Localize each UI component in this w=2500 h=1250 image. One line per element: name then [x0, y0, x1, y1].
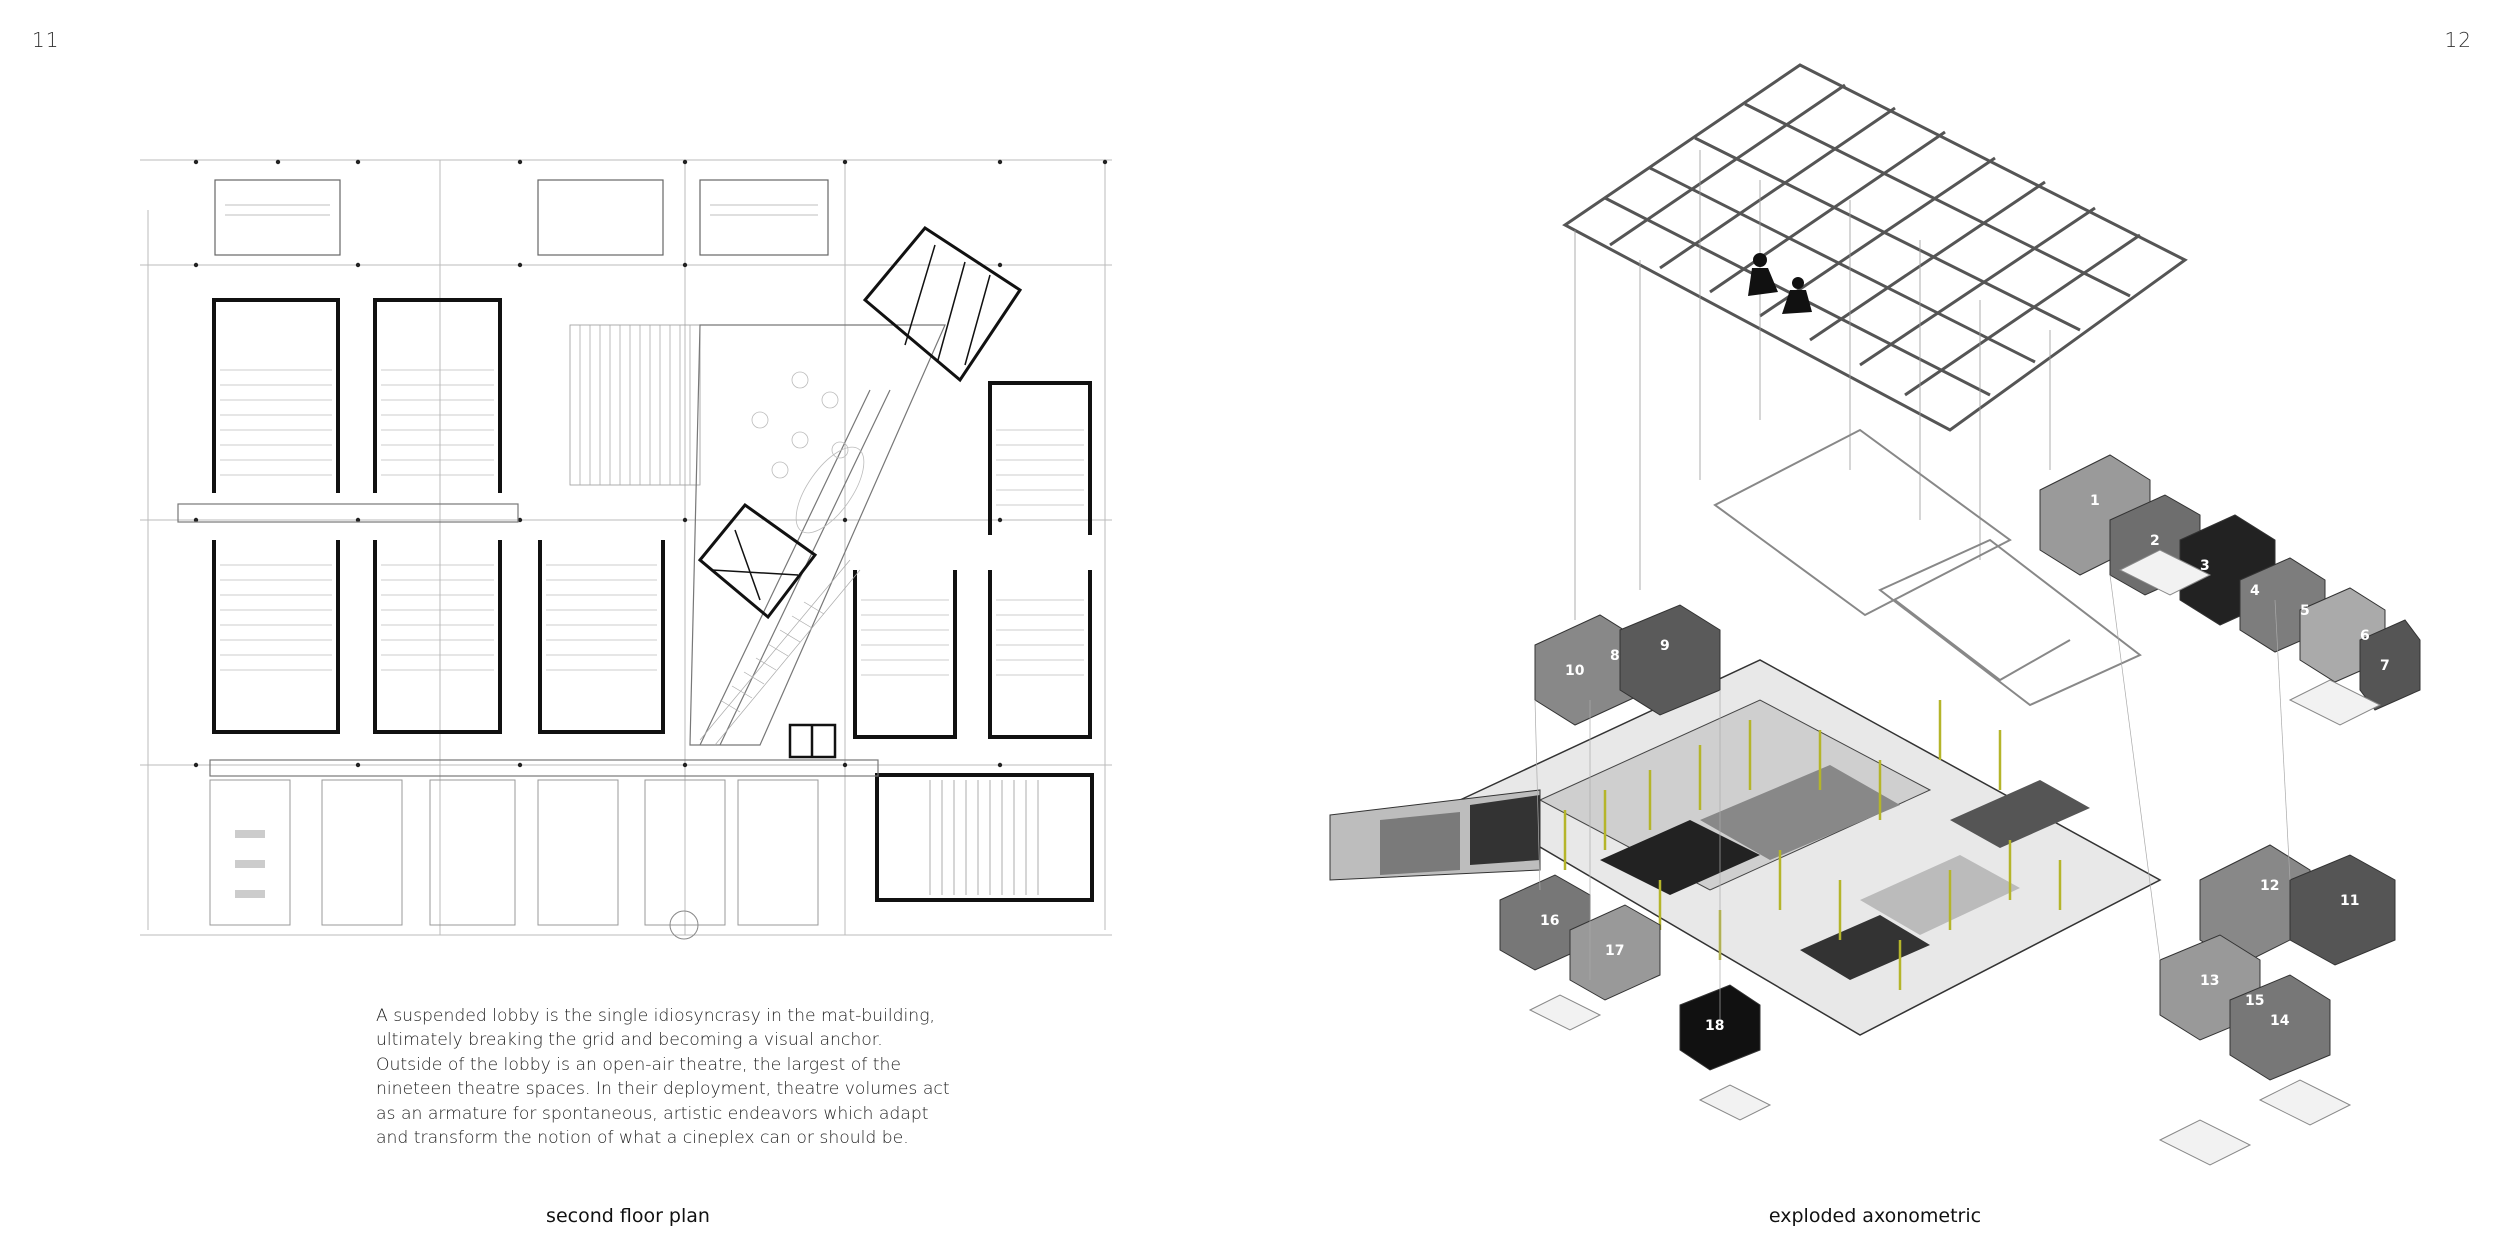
- page-number-right: 12: [2444, 28, 2472, 52]
- theatre-label: 15: [2245, 993, 2264, 1009]
- theatre-label: 5: [2300, 603, 2310, 619]
- spiral-stair: [669, 910, 699, 940]
- theatre-label: 3: [2200, 558, 2210, 574]
- rotated-cores: [697, 226, 1023, 620]
- second-floor-plan-drawing: [140, 159, 1112, 940]
- people-figures: [1748, 253, 1812, 314]
- description-line: nineteen theatre spaces. In their deploy…: [376, 1079, 950, 1100]
- page-number-left: 11: [32, 28, 60, 52]
- project-description: A suspended lobby is the single idiosync…: [376, 1004, 950, 1150]
- description-line: as an armature for spontaneous, artistic…: [376, 1103, 929, 1124]
- theatre-labels: 1 2 3 4 5 6 7 8 9 10 11 12 13 14 15 16 1…: [1540, 493, 2390, 1034]
- theatre-label: 4: [2250, 583, 2260, 599]
- theatre-label: 9: [1660, 638, 1670, 654]
- theatre-label: 8: [1610, 648, 1620, 664]
- top-service-rooms: [214, 179, 829, 256]
- description-line: and transform the notion of what a cinep…: [376, 1128, 909, 1149]
- theatre-label: 13: [2200, 973, 2219, 989]
- theatre-label: 7: [2380, 658, 2390, 674]
- theatre-label: 1: [2090, 493, 2100, 509]
- theatre-label: 6: [2360, 628, 2370, 644]
- theatre-label: 16: [1540, 913, 1559, 929]
- lobby-floor-plate: [1458, 659, 2162, 1036]
- description-line: A suspended lobby is the single idiosync…: [376, 1006, 935, 1026]
- theatre-volumes: [212, 298, 1094, 902]
- theatre-cluster-right: [2159, 844, 2396, 1081]
- seating-rows: [220, 369, 1084, 676]
- stair-trays: [1528, 549, 2382, 1166]
- lobby-lift: [788, 723, 837, 759]
- theatre-label: 14: [2270, 1013, 2290, 1029]
- suspended-lobby-frame: [1713, 428, 2142, 707]
- theatre-label: 11: [2340, 893, 2359, 909]
- caption-second-floor-plan: second floor plan: [546, 1205, 710, 1227]
- theatre-label: 17: [1605, 943, 1624, 959]
- theatre-cluster-top-right: [2039, 454, 2421, 711]
- theatre-label: 2: [2150, 533, 2160, 549]
- grand-stair: [569, 324, 701, 486]
- description-line: Outside of the lobby is an open-air thea…: [376, 1054, 901, 1075]
- description-line: ultimately breaking the grid and becomin…: [376, 1030, 883, 1051]
- structural-columns: [193, 159, 1108, 768]
- lower-ancillary-rooms: [209, 779, 819, 926]
- open-air-theatre-seating: [929, 780, 1039, 895]
- roof-space-frame: [1562, 63, 2188, 432]
- theatre-cluster-left: [1499, 604, 1761, 1071]
- theatre-label: 10: [1565, 663, 1585, 679]
- theatre-label: 12: [2260, 878, 2279, 894]
- projecting-volume: [1329, 789, 1541, 881]
- caption-exploded-axonometric: exploded axonometric: [1768, 1205, 1982, 1227]
- theatre-label: 18: [1705, 1018, 1724, 1034]
- projection-lines: [1534, 574, 2291, 1020]
